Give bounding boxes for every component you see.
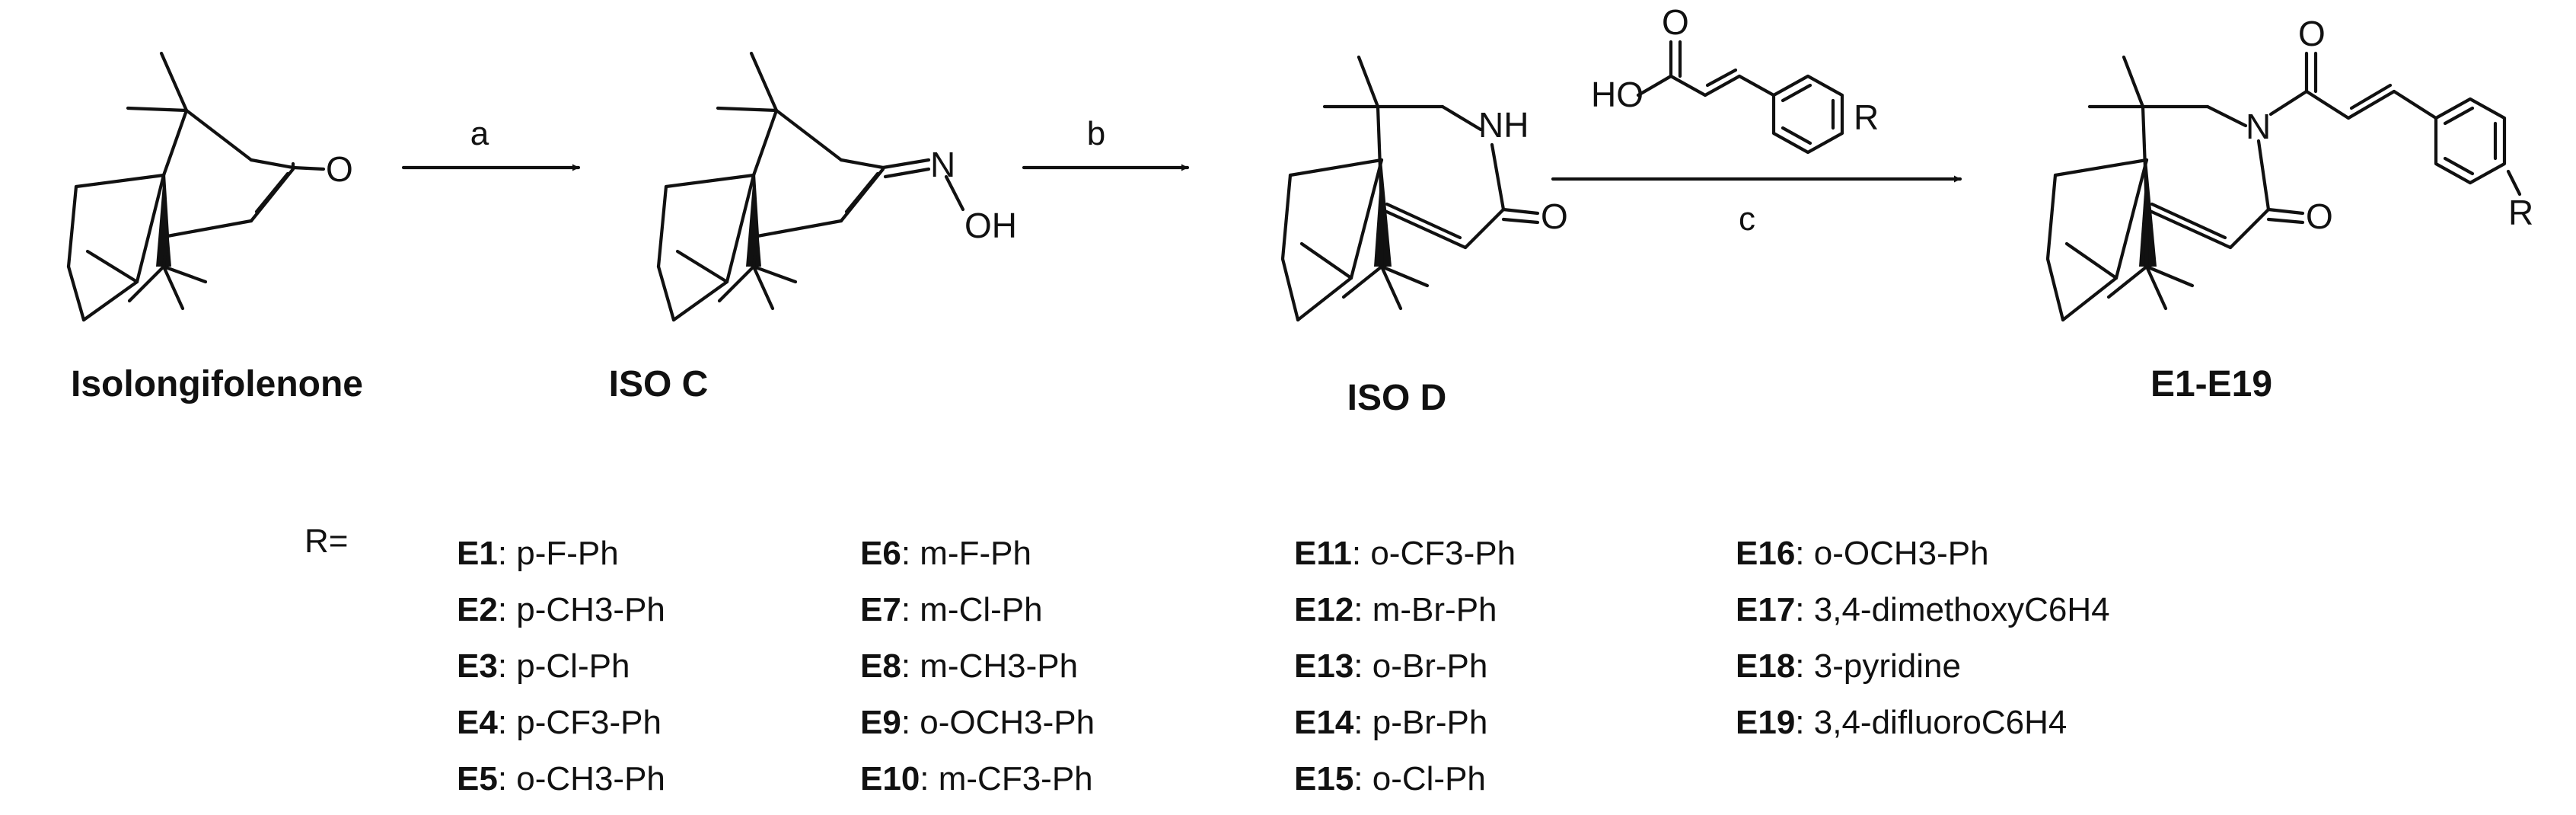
substituent-entry: E17: 3,4-dimethoxyC6H4 [1736,591,2110,628]
substituent-entry: E16: o-OCH3-Ph [1736,535,1989,572]
substituent-column-3: E11: o-CF3-Ph E12: m-Br-Ph E13: o-Br-Ph … [1294,526,1516,807]
substituent-entry: E11: o-CF3-Ph [1294,535,1516,572]
r-group: R [1854,97,1879,137]
substituent-column-4: E16: o-OCH3-Ph E17: 3,4-dimethoxyC6H4 E1… [1736,526,2110,751]
substituent-entry: E3: p-Cl-Ph [457,647,630,685]
carbonyl-oxygen: O [1541,197,1568,236]
compound-label-iso-c: ISO C [609,364,709,404]
compound-label-products: E1-E19 [2150,364,2272,404]
substituent-entry: E5: o-CH3-Ph [457,760,665,797]
compound-label-isolongifolenone: Isolongifolenone [71,364,363,404]
substituent-entry: E14: p-Br-Ph [1294,704,1488,741]
substituent-column-1: E1: p-F-Ph E2: p-CH3-Ph E3: p-Cl-Ph E4: … [457,526,665,807]
substituent-entry: E10: m-CF3-Ph [860,760,1093,797]
oxygen-atom: O [326,149,353,189]
substituent-column-2: E6: m-F-Ph E7: m-Cl-Ph E8: m-CH3-Ph E9: … [860,526,1095,807]
nitrogen-atom: N [930,145,955,184]
iso-c-structure: N OH [658,53,1017,320]
substituent-entry: E13: o-Br-Ph [1294,647,1488,685]
carbonyl-oxygen: O [1662,2,1689,42]
isolongifolenone-structure: O [69,53,353,320]
step-label-c: c [1739,200,1755,238]
substituent-entry: E7: m-Cl-Ph [860,591,1043,628]
r-group: R [2508,193,2533,232]
substituent-entry: E19: 3,4-difluoroC6H4 [1736,704,2067,741]
carbonyl-oxygen: O [2298,14,2326,53]
substituent-entry: E9: o-OCH3-Ph [860,704,1095,741]
substituent-entry: E6: m-F-Ph [860,535,1031,572]
substituent-entry: E15: o-Cl-Ph [1294,760,1486,797]
step-label-a: a [470,115,489,152]
product-structure: N O O R [2045,14,2533,322]
cinnamic-acid-structure: HO O R [1591,2,1879,155]
substituent-entry: E1: p-F-Ph [457,535,619,572]
hydroxyl-group: HO [1591,75,1643,114]
iso-d-structure: NH O [1280,55,1568,322]
step-label-b: b [1087,115,1105,152]
substituent-entry: E12: m-Br-Ph [1294,591,1497,628]
substituent-entry: E4: p-CF3-Ph [457,704,662,741]
substituent-entry: E2: p-CH3-Ph [457,591,665,628]
carbonyl-oxygen: O [2306,197,2333,236]
substituent-entry: E18: 3-pyridine [1736,647,1961,685]
r-group-legend-label: R= [304,523,349,560]
compound-label-iso-d: ISO D [1347,378,1447,418]
hydroxyl-group: OH [964,206,1017,245]
nh-group: NH [1478,105,1529,145]
substituent-entry: E8: m-CH3-Ph [860,647,1079,685]
